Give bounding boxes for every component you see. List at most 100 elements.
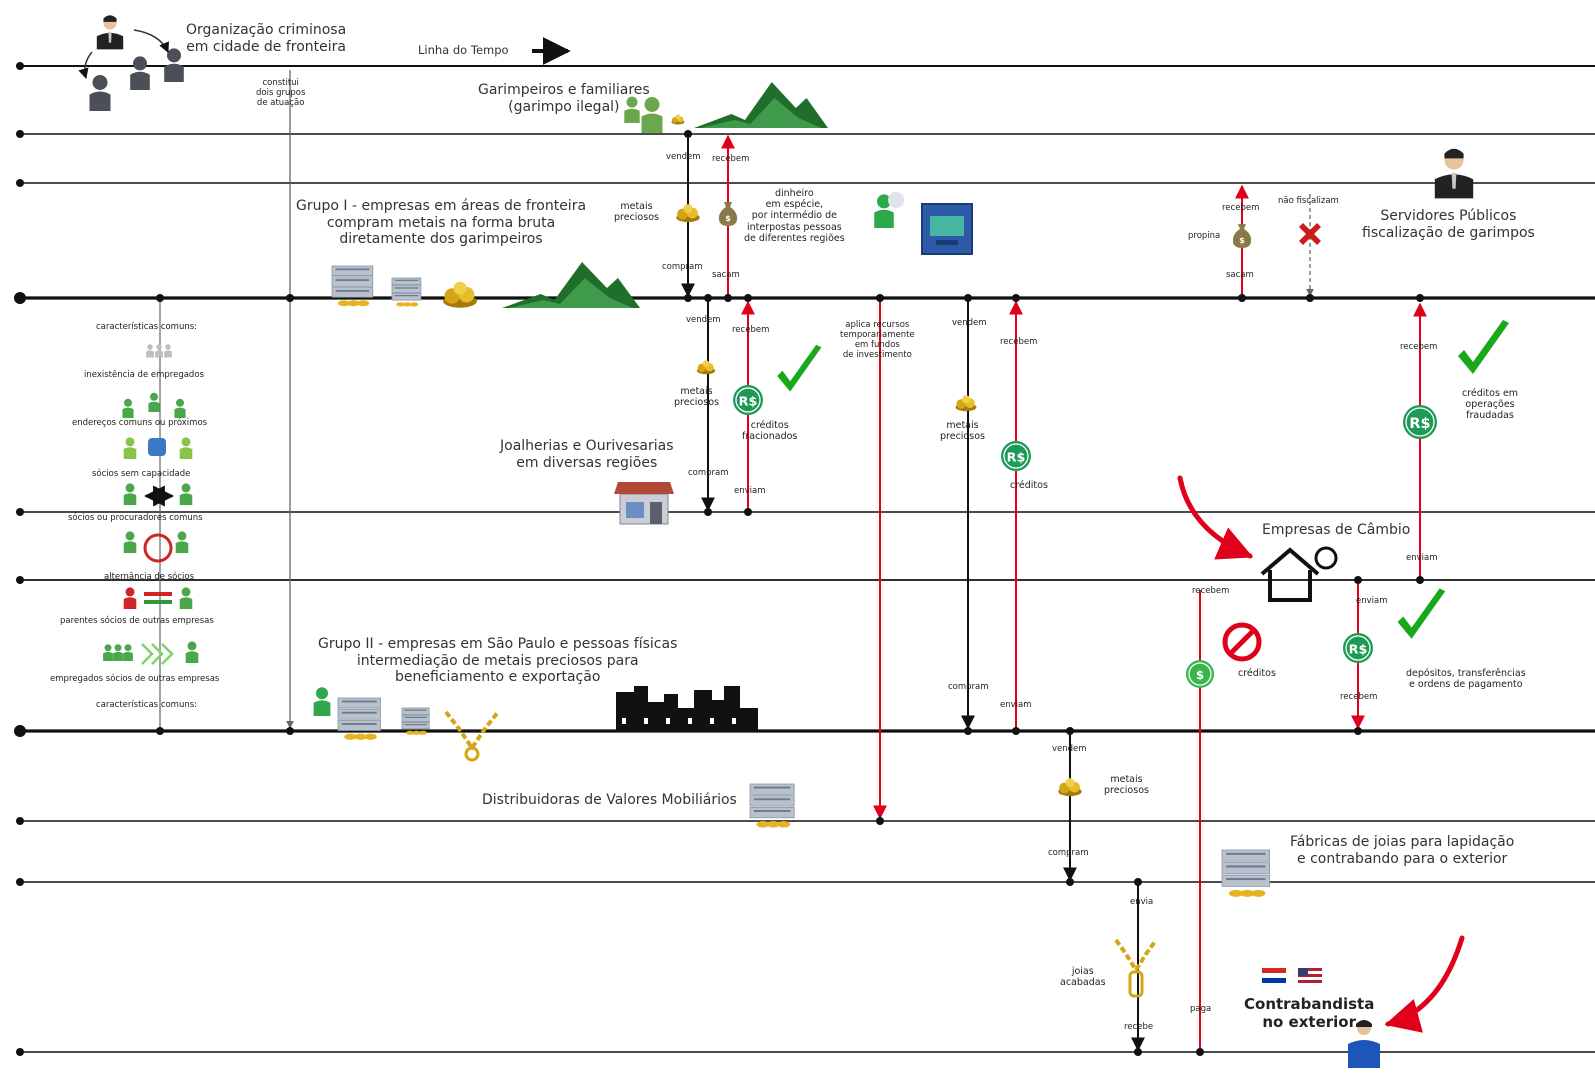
server-icon xyxy=(401,707,430,735)
compram-label-2: compram xyxy=(688,468,729,478)
rotation-icon xyxy=(143,533,173,563)
junction-dot xyxy=(964,727,972,735)
partner-icon xyxy=(123,437,137,459)
partner-icon xyxy=(179,483,193,505)
row-start-dot xyxy=(14,292,26,304)
mountain-icon xyxy=(694,82,828,128)
recebe-label: recebe xyxy=(1124,1022,1154,1032)
cambio-label: Empresas de Câmbio xyxy=(1262,522,1411,538)
creditos-label-1: créditos xyxy=(1010,480,1048,491)
partner-icon xyxy=(185,641,199,663)
row-start-dot xyxy=(16,878,24,886)
real-coin-icon: R$ xyxy=(733,385,763,415)
junction-dot xyxy=(1134,878,1142,886)
junction-dot xyxy=(1238,294,1246,302)
partner-icon xyxy=(175,531,189,553)
gold-nugget-icon xyxy=(955,395,977,412)
speech-icon xyxy=(148,438,166,456)
junction-dot xyxy=(684,294,692,302)
row-start-dot xyxy=(16,62,24,70)
server-icon xyxy=(331,265,374,307)
recebem-label-servidores: recebem xyxy=(1222,203,1260,213)
grupo2-label: Grupo II - empresas em São Paulo e pesso… xyxy=(318,636,678,686)
bribe-bag-icon: $ xyxy=(1232,224,1252,248)
check-icon xyxy=(1458,320,1509,374)
junction-dot xyxy=(744,508,752,516)
characteristics-bottom-label: características comuns: xyxy=(96,700,198,710)
row-start-dot xyxy=(16,576,24,584)
employee-icon xyxy=(155,344,163,358)
junction-dot xyxy=(1012,294,1020,302)
junction-dot xyxy=(876,817,884,825)
real-coin-icon: R$ xyxy=(1001,441,1031,471)
flag-usa-icon xyxy=(1298,968,1322,983)
compram-label-1: compram xyxy=(662,262,703,272)
gold-nugget-icon xyxy=(1058,778,1082,797)
server-icon xyxy=(337,697,381,740)
house-icon xyxy=(122,398,134,418)
recebem-label-5: recebem xyxy=(1192,586,1230,596)
partner-icon xyxy=(179,437,193,459)
swap-arrow-icon xyxy=(144,600,172,604)
creditos-label-2: créditos xyxy=(1238,668,1276,679)
red-pointer-arrow xyxy=(1384,935,1465,1033)
garimpeiro-icon xyxy=(624,96,640,123)
junction-dot xyxy=(1306,294,1314,302)
propina-label: propina xyxy=(1188,231,1221,241)
junction-dot xyxy=(1416,576,1424,584)
enviam-label-1: enviam xyxy=(734,486,766,496)
employee-icon xyxy=(146,344,154,358)
junction-dot xyxy=(1066,727,1074,735)
employee-icon xyxy=(123,644,133,661)
house-icon xyxy=(148,392,160,412)
svg-text:R$: R$ xyxy=(1349,642,1368,657)
junction-dot xyxy=(684,130,692,138)
characteristic-item: alternância de sócios xyxy=(104,572,195,582)
row-start-dot xyxy=(14,725,26,737)
recebem-label-3: recebem xyxy=(1000,337,1038,347)
exchange-house-icon xyxy=(1260,546,1338,602)
cross-icon xyxy=(1299,223,1321,245)
chain-jewelry-icon xyxy=(444,710,500,762)
garimpeiros-label: Garimpeiros e familiares(garimpo ilegal) xyxy=(478,82,650,115)
intermediary-person-icon xyxy=(874,194,894,228)
skyline-icon xyxy=(616,686,758,732)
characteristic-item: sócios ou procuradores comuns xyxy=(68,513,203,523)
person-icon xyxy=(313,687,331,716)
characteristic-item: parentes sócios de outras empresas xyxy=(60,616,214,626)
paga-label: paga xyxy=(1190,1004,1212,1014)
row-start-dot xyxy=(16,130,24,138)
svg-text:R$: R$ xyxy=(739,394,758,409)
vendem-label-3: vendem xyxy=(952,318,987,328)
chevron-arrows-icon xyxy=(141,643,174,665)
envia-label: envia xyxy=(1130,897,1154,907)
gold-nugget-icon xyxy=(671,114,685,125)
junction-dot xyxy=(704,294,712,302)
vendem-label-4: vendem xyxy=(1052,744,1087,754)
grupo1-label: Grupo I - empresas em áreas de fronteira… xyxy=(296,198,587,248)
employee-icon xyxy=(113,644,123,661)
svg-text:$: $ xyxy=(1239,236,1245,245)
compram-label-4: compram xyxy=(1048,848,1089,858)
junction-dot xyxy=(156,727,164,735)
characteristics-top-label: características comuns: xyxy=(96,322,198,332)
money-bag-icon: $ xyxy=(718,202,738,226)
partner-icon xyxy=(123,483,137,505)
svg-text:$: $ xyxy=(725,214,731,223)
junction-dot xyxy=(1066,878,1074,886)
server-icon xyxy=(391,277,422,307)
criminal-member-icon xyxy=(164,48,184,82)
recebem-label-1: recebem xyxy=(712,154,750,164)
cycle-arrow xyxy=(78,51,93,80)
real-coin-icon: R$ xyxy=(1343,633,1373,663)
